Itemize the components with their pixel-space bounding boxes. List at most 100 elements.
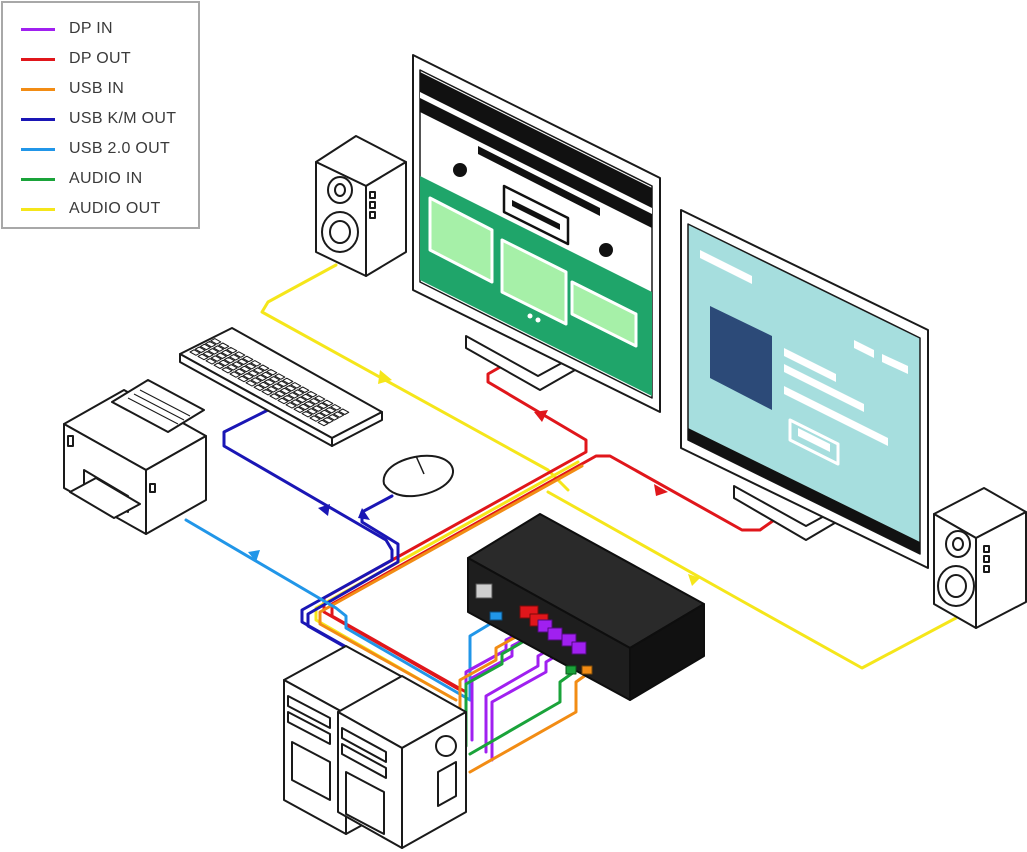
speaker-left — [315, 135, 407, 277]
keyboard — [179, 327, 383, 447]
cable-audio-in-1 — [464, 638, 528, 748]
monitor-right-body-text-3 — [784, 386, 888, 446]
speaker-right-side — [975, 511, 1027, 629]
keyboard-key — [285, 402, 297, 409]
keyboard-key — [269, 376, 281, 383]
computer-front-drive-bay — [341, 727, 387, 763]
mouse — [382, 454, 454, 498]
legend-swatch — [21, 147, 55, 151]
monitor-left-card-3 — [570, 280, 638, 348]
keyboard-key — [234, 368, 246, 375]
keyboard-key — [309, 415, 321, 422]
speaker-right-button — [983, 555, 990, 563]
keyboard-key — [338, 408, 350, 415]
monitor-right-body-text-1 — [784, 348, 836, 382]
keyboard-key — [189, 349, 201, 356]
monitor-left-dot-right — [599, 243, 613, 257]
keyboard-key — [263, 378, 275, 386]
arrow-audio-out-left — [378, 370, 392, 384]
keyboard-key — [277, 397, 289, 405]
cable-usb-in-2 — [468, 670, 592, 774]
keyboard-key — [266, 368, 278, 376]
keyboard-key — [306, 408, 318, 415]
speaker-left-tweeter-inner — [334, 183, 346, 197]
legend-swatch — [21, 207, 55, 211]
keyboard-key — [258, 364, 270, 371]
keyboard-key — [250, 360, 262, 367]
speaker-left-side — [365, 161, 407, 277]
keyboard-key — [261, 371, 273, 379]
keyboard-key — [325, 406, 337, 414]
keyboard-key — [197, 353, 209, 361]
legend-item-audio-out: AUDIO OUT — [21, 198, 161, 220]
keyboard-key — [298, 403, 310, 411]
keyboard-key — [250, 377, 262, 384]
keyboard-key — [253, 384, 265, 391]
keyboard-key — [314, 395, 326, 402]
legend-label: USB K/M OUT — [69, 110, 177, 127]
cable-usb-in-1 — [458, 628, 530, 722]
keyboard-key — [303, 400, 315, 408]
keyboard-key — [293, 389, 305, 396]
keyboard-key — [237, 375, 249, 383]
monitor-left-pager-dot — [535, 317, 541, 323]
printer — [63, 379, 207, 535]
monitor-left-card-2 — [500, 238, 568, 326]
cable-dp-out-right — [330, 454, 779, 694]
keyboard-key — [266, 386, 278, 393]
speaker-right-button — [983, 565, 990, 573]
keyboard-key — [231, 361, 243, 368]
keyboard-key — [327, 414, 339, 421]
printer-paper-line — [133, 393, 185, 421]
monitor-right-button-inner — [798, 428, 830, 452]
keyboard-key — [298, 386, 310, 393]
monitor-left-dot-left — [453, 163, 467, 177]
legend-swatch — [21, 177, 55, 181]
arrow-usb-km-keyboard — [318, 504, 330, 516]
keyboard-key — [274, 373, 286, 380]
keyboard-key — [194, 346, 206, 353]
legend-item-dp-in: DP IN — [21, 18, 113, 40]
keyboard-key — [199, 343, 211, 351]
keyboard-key — [247, 370, 259, 377]
computer-front-rear-vent — [437, 761, 457, 807]
keyboard-key — [271, 383, 283, 390]
computer-front-vent — [345, 771, 385, 835]
keyboard-key — [229, 354, 241, 361]
keyboard-key — [333, 411, 345, 418]
cable-usb-in-bundle — [318, 464, 584, 702]
keyboard-key — [255, 374, 267, 381]
legend-label: USB IN — [69, 80, 125, 97]
monitor-left-card-1 — [428, 196, 494, 284]
kvm-switch-usb-port — [489, 611, 503, 621]
keyboard-key — [282, 377, 294, 385]
keyboard-key — [226, 346, 238, 354]
legend-label: USB 2.0 OUT — [69, 140, 171, 157]
keyboard-key — [221, 366, 233, 374]
monitor-left-header-bar-gap — [420, 92, 652, 214]
legend-swatch — [21, 57, 55, 61]
keyboard-key — [205, 340, 217, 348]
keyboard-key — [218, 342, 230, 349]
keyboard-key — [311, 405, 323, 412]
monitor-left — [412, 54, 661, 413]
speaker-right-button — [983, 545, 990, 553]
keyboard-key — [245, 362, 257, 370]
keyboard-key — [287, 392, 299, 399]
keyboard-key — [229, 371, 241, 378]
keyboard-key — [242, 372, 254, 380]
speaker-left-button — [369, 191, 376, 199]
keyboard-key — [301, 410, 313, 418]
monitor-right-nav-text-1 — [854, 340, 874, 358]
arrow-usb-20-printer — [248, 550, 260, 562]
computer-front-fan — [435, 735, 457, 757]
legend-item-usb-in: USB IN — [21, 78, 124, 100]
keyboard-key — [242, 355, 254, 363]
legend-swatch — [21, 87, 55, 91]
keyboard-key — [322, 399, 334, 407]
keyboard-key — [290, 399, 302, 406]
monitor-right-body-text-2 — [784, 364, 864, 412]
legend-swatch — [21, 117, 55, 121]
keyboard-key — [279, 387, 291, 395]
